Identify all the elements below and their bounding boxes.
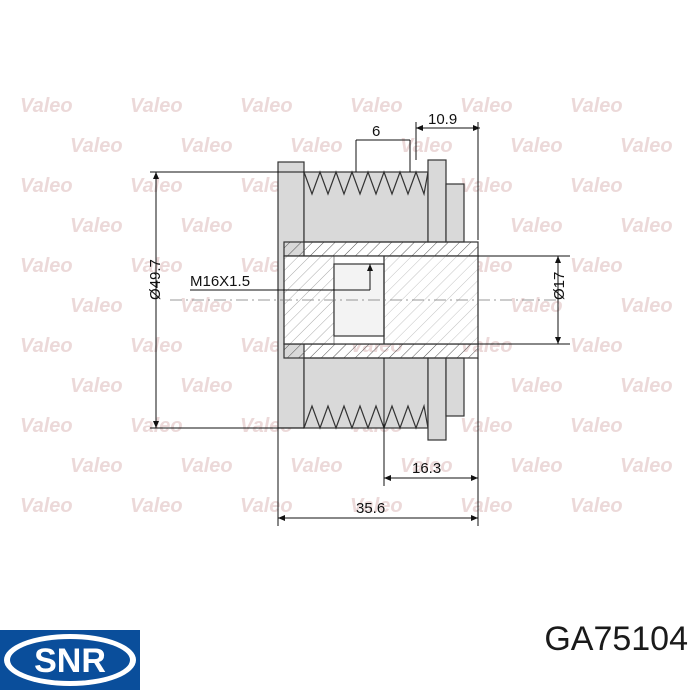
pulley-body: [170, 159, 560, 441]
watermark-text: Valeo: [70, 135, 123, 157]
watermark-text: Valeo: [620, 215, 673, 237]
watermark-text: Valeo: [20, 495, 73, 517]
watermark-text: Valeo: [510, 135, 563, 157]
watermark-text: Valeo: [570, 495, 623, 517]
watermark-text: Valeo: [510, 215, 563, 237]
watermark-text: Valeo: [400, 135, 453, 157]
watermark-text: Valeo: [130, 95, 183, 117]
watermark-text: Valeo: [70, 215, 123, 237]
watermark-text: Valeo: [20, 415, 73, 437]
watermark-text: Valeo: [70, 375, 123, 397]
watermark-text: Valeo: [70, 455, 123, 477]
dimension-lines: [150, 122, 570, 526]
watermark-text: Valeo: [570, 335, 623, 357]
watermark-text: Valeo: [620, 455, 673, 477]
watermark-text: Valeo: [350, 495, 403, 517]
watermark-text: Valeo: [20, 175, 73, 197]
watermark-text: Valeo: [570, 415, 623, 437]
watermark-text: Valeo: [570, 255, 623, 277]
watermark-text: Valeo: [510, 455, 563, 477]
snr-logo: SNR: [0, 630, 140, 690]
dim-groove-width: 6: [372, 123, 380, 140]
watermark-text: Valeo: [400, 455, 453, 477]
watermark-text: Valeo: [20, 335, 73, 357]
watermark-text: Valeo: [620, 135, 673, 157]
watermark-text: Valeo: [180, 215, 233, 237]
dim-bore-diameter: Ø17: [551, 272, 568, 300]
watermark-text: Valeo: [180, 375, 233, 397]
watermark-text: Valeo: [290, 135, 343, 157]
watermark-text: Valeo: [180, 455, 233, 477]
dim-thread: M16X1.5: [190, 273, 250, 290]
watermark-text: Valeo: [240, 95, 293, 117]
watermark-text: Valeo: [180, 295, 233, 317]
dim-total-length: 35.6: [356, 500, 385, 517]
watermark-text: Valeo: [130, 495, 183, 517]
watermark-text: Valeo: [460, 415, 513, 437]
watermark-text: Valeo: [20, 255, 73, 277]
watermark-text: Valeo: [570, 175, 623, 197]
watermark-text: Valeo: [510, 295, 563, 317]
watermark-text: Valeo: [460, 95, 513, 117]
dim-outer-diameter: Ø49.7: [147, 259, 164, 300]
watermark-text: Valeo: [510, 375, 563, 397]
watermark-text: Valeo: [180, 135, 233, 157]
watermark-text: Valeo: [620, 375, 673, 397]
dim-inner-length: 16.3: [412, 460, 441, 477]
watermark-text: Valeo: [460, 175, 513, 197]
watermark-text: Valeo: [460, 495, 513, 517]
watermark-text: Valeo: [350, 95, 403, 117]
watermark-text: Valeo: [240, 495, 293, 517]
watermark-text: Valeo: [20, 95, 73, 117]
watermark-text: Valeo: [70, 295, 123, 317]
watermark-text: Valeo: [290, 455, 343, 477]
watermark-text: Valeo: [570, 95, 623, 117]
dim-hub-length: 10.9: [428, 111, 457, 128]
part-number: GA75104: [544, 620, 688, 658]
watermark-text: Valeo: [620, 295, 673, 317]
brand-name: SNR: [34, 642, 106, 680]
